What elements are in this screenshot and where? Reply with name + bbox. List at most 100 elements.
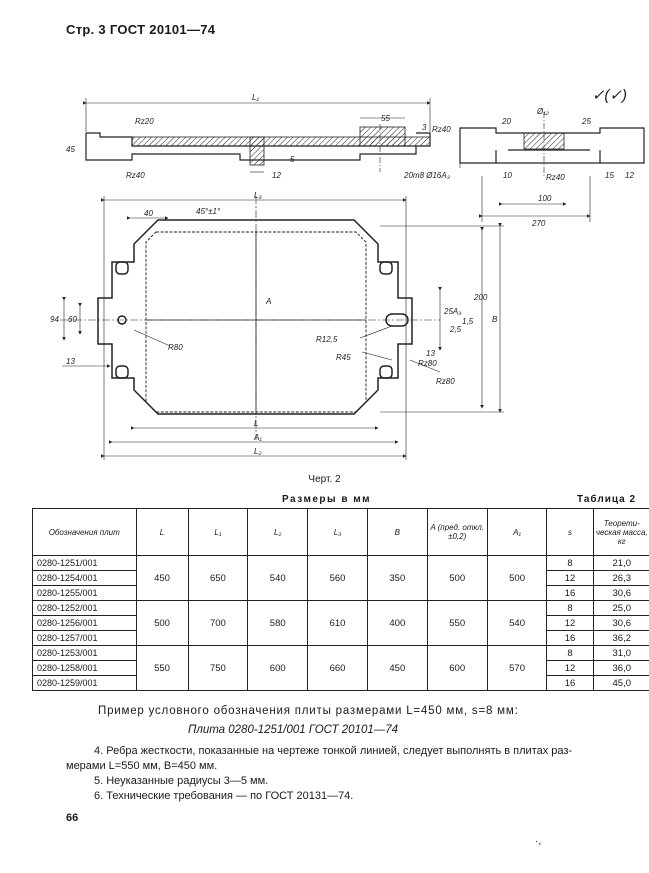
label-l3: L₃ [254,191,262,200]
check-mark: ✓(✓) [591,87,627,104]
label-r80: R80 [168,343,183,352]
sizes-label: Размеры в мм [282,494,372,505]
section-view [83,98,431,173]
cell-s: 8 [546,645,594,661]
label-rz40-top: Rz40 [432,125,451,134]
table-row: 0280-1252/001 500 700 580 610 400 550 54… [32,600,649,646]
side-view [459,112,645,222]
cell-code: 0280-1253/001 [32,645,137,661]
header-l: L [135,508,189,556]
label-fit: 20m8 Ø16A₃ [403,171,450,180]
label-94: 94 [50,315,59,324]
label-25a3: 25A₃ [443,307,461,316]
label-55: 55 [381,114,390,123]
cell-mass: 21,0 [592,555,649,571]
cell-a1: 570 [486,645,548,691]
cell-s: 16 [546,585,594,601]
cell-s: 8 [546,555,594,571]
cell-mass: 26,3 [592,570,649,586]
cell-mass: 30,6 [592,585,649,601]
label-5: 5 [290,155,295,164]
label-b: B [492,315,498,324]
designation-example-heading: Пример условного обозначения плиты разме… [98,705,519,717]
table-row: 0280-1251/001 450 650 540 560 350 500 50… [32,555,649,601]
page-header: Стр. 3 ГОСТ 20101—74 [66,22,216,37]
header-b: B [366,508,428,556]
label-l: L [254,419,258,428]
cell-l1: 650 [187,555,249,601]
cell-mass: 25,0 [592,600,649,616]
header-designation: Обозначения плит [32,508,137,556]
cell-s: 12 [546,570,594,586]
cell-code: 0280-1256/001 [32,615,137,631]
label-rz40: Rz40 [126,171,145,180]
label-13b: 13 [426,349,435,358]
table-number: Таблица 2 [577,494,637,505]
label-13: 13 [66,357,75,366]
cell-a: 600 [426,645,488,691]
label-rz40-side: Rz40 [546,173,565,182]
label-270: 270 [531,219,546,228]
cell-s: 16 [546,675,594,691]
label-r45: R45 [336,353,351,362]
cell-code: 0280-1258/001 [32,660,137,676]
cell-l: 500 [135,600,189,646]
label-a: A [265,297,271,306]
header-mass: Теорети-ческая масса, кг [592,508,649,556]
cell-mass: 30,6 [592,615,649,631]
label-3: 3 [422,123,427,132]
label-25: 25 [581,117,591,126]
plan-view [60,196,440,440]
label-200: 200 [473,293,488,302]
cell-l: 550 [135,645,189,691]
cell-l2: 600 [247,645,309,691]
label-100: 100 [538,194,552,203]
cell-code: 0280-1252/001 [32,600,137,616]
cell-b: 350 [366,555,428,601]
cell-code: 0280-1257/001 [32,630,137,646]
header-a1: A₁ [486,508,548,556]
page-number: 66 [66,812,79,824]
table-row: 0280-1259/001 16 45,0 [32,675,649,691]
label-rz80: Rz80 [418,359,437,368]
table-header-row: Обозначения плит L L₁ L₂ L₃ B A (пред. о… [32,508,649,556]
cell-code: 0280-1255/001 [32,585,137,601]
label-45: 45 [66,145,75,154]
drawing-caption: Черт. 2 [308,474,341,485]
cell-code: 0280-1259/001 [32,675,137,691]
header-s: s [546,508,594,556]
note-4: 4. Ребра жесткости, показанные на чертеж… [94,745,573,757]
cell-s: 16 [546,630,594,646]
plan-dimensions [62,196,504,460]
header-l3: L₃ [307,508,368,556]
cell-mass: 36,0 [592,660,649,676]
label-chamfer: 45°±1° [196,207,221,216]
cell-l3: 610 [307,600,368,646]
table-row: 0280-1257/001 16 36,2 [32,630,649,646]
note-6: 6. Технические требования — по ГОСТ 2013… [94,790,354,802]
cell-l3: 560 [307,555,368,601]
table-row: 0280-1255/001 16 30,6 [32,585,649,601]
cell-a1: 540 [486,600,548,646]
dimensions-table: Обозначения плит L L₁ L₂ L₃ B A (пред. о… [32,508,649,691]
cell-s: 12 [546,660,594,676]
label-40: 40 [144,209,153,218]
label-2-5: 2,5 [449,325,462,334]
label-l2: L₂ [254,447,262,456]
header-l2: L₂ [247,508,309,556]
scan-specks: ·, [535,836,542,847]
label-a1: A₁ [253,433,262,442]
cell-a: 500 [426,555,488,601]
table-row: 0280-1253/001 550 750 600 660 450 600 57… [32,645,649,691]
label-10: 10 [503,171,512,180]
label-1-5: 1,5 [462,317,474,326]
cell-l: 450 [135,555,189,601]
cell-b: 450 [366,645,428,691]
cell-l3: 660 [307,645,368,691]
cell-l1: 750 [187,645,249,691]
cell-l2: 580 [247,600,309,646]
label-12a: 12 [272,171,281,180]
table-row: 0280-1254/001 12 26,3 [32,570,649,586]
label-r125: R12,5 [316,335,338,344]
designation-example: Плита 0280-1251/001 ГОСТ 20101—74 [188,724,399,736]
